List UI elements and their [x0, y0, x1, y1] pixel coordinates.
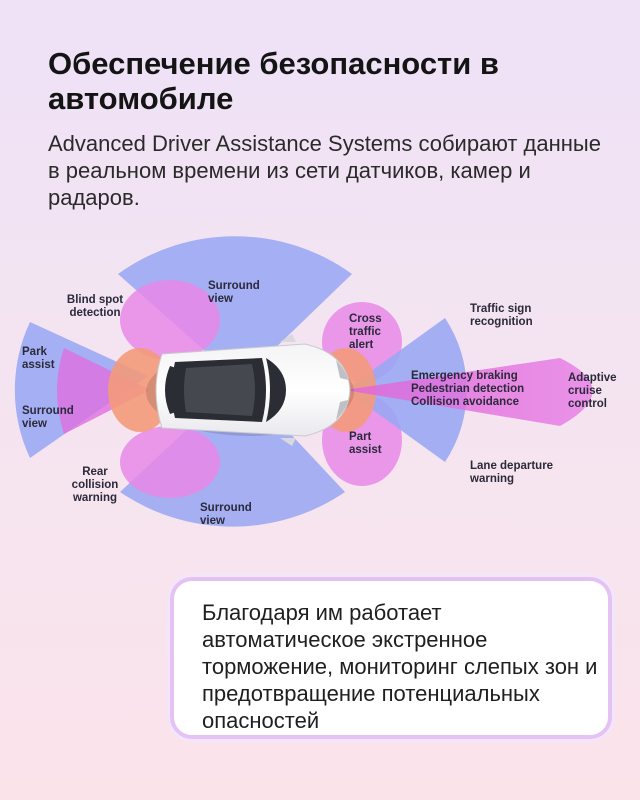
label-surround-view-bottom: Surround view — [200, 502, 252, 527]
label-lane-departure: Lane departure warning — [470, 460, 554, 485]
page-title: Обеспечение безопасности в автомобиле — [48, 46, 499, 116]
label-traffic-sign: Traffic sign recognition — [470, 303, 533, 328]
callout-text: Благодаря им работает автоматическое экс… — [202, 600, 598, 733]
zone-rear-pink — [57, 348, 150, 434]
car-top-view — [146, 334, 354, 446]
page-subtitle: Advanced Driver Assistance Systems собир… — [48, 131, 601, 210]
label-emergency-braking: Emergency braking Pedestrian detection C… — [411, 370, 525, 408]
label-rear-collision: Rear collision warning — [71, 466, 119, 504]
label-park-assist-front: Part assist — [349, 431, 382, 456]
zone-rear-radar — [108, 348, 172, 432]
label-blind-spot: Blind spot detection — [66, 294, 124, 319]
label-park-assist-rear: Park assist — [22, 346, 55, 371]
zone-blind-spot — [120, 280, 220, 360]
adas-diagram: Surround view Blind spot detection Park … — [0, 230, 640, 560]
label-surround-view-rear: Surround view — [22, 405, 74, 430]
zone-front-long-range — [345, 358, 593, 426]
label-adaptive-cruise: Adaptive cruise control — [568, 372, 617, 410]
label-surround-view-top: Surround view — [208, 280, 260, 305]
zone-blind-spot-lower — [120, 426, 220, 498]
label-cross-traffic: Cross traffic alert — [349, 313, 382, 351]
info-callout: Благодаря им работает автоматическое экс… — [170, 577, 612, 739]
zone-surround-top — [118, 236, 352, 382]
sensor-zones — [14, 236, 593, 527]
